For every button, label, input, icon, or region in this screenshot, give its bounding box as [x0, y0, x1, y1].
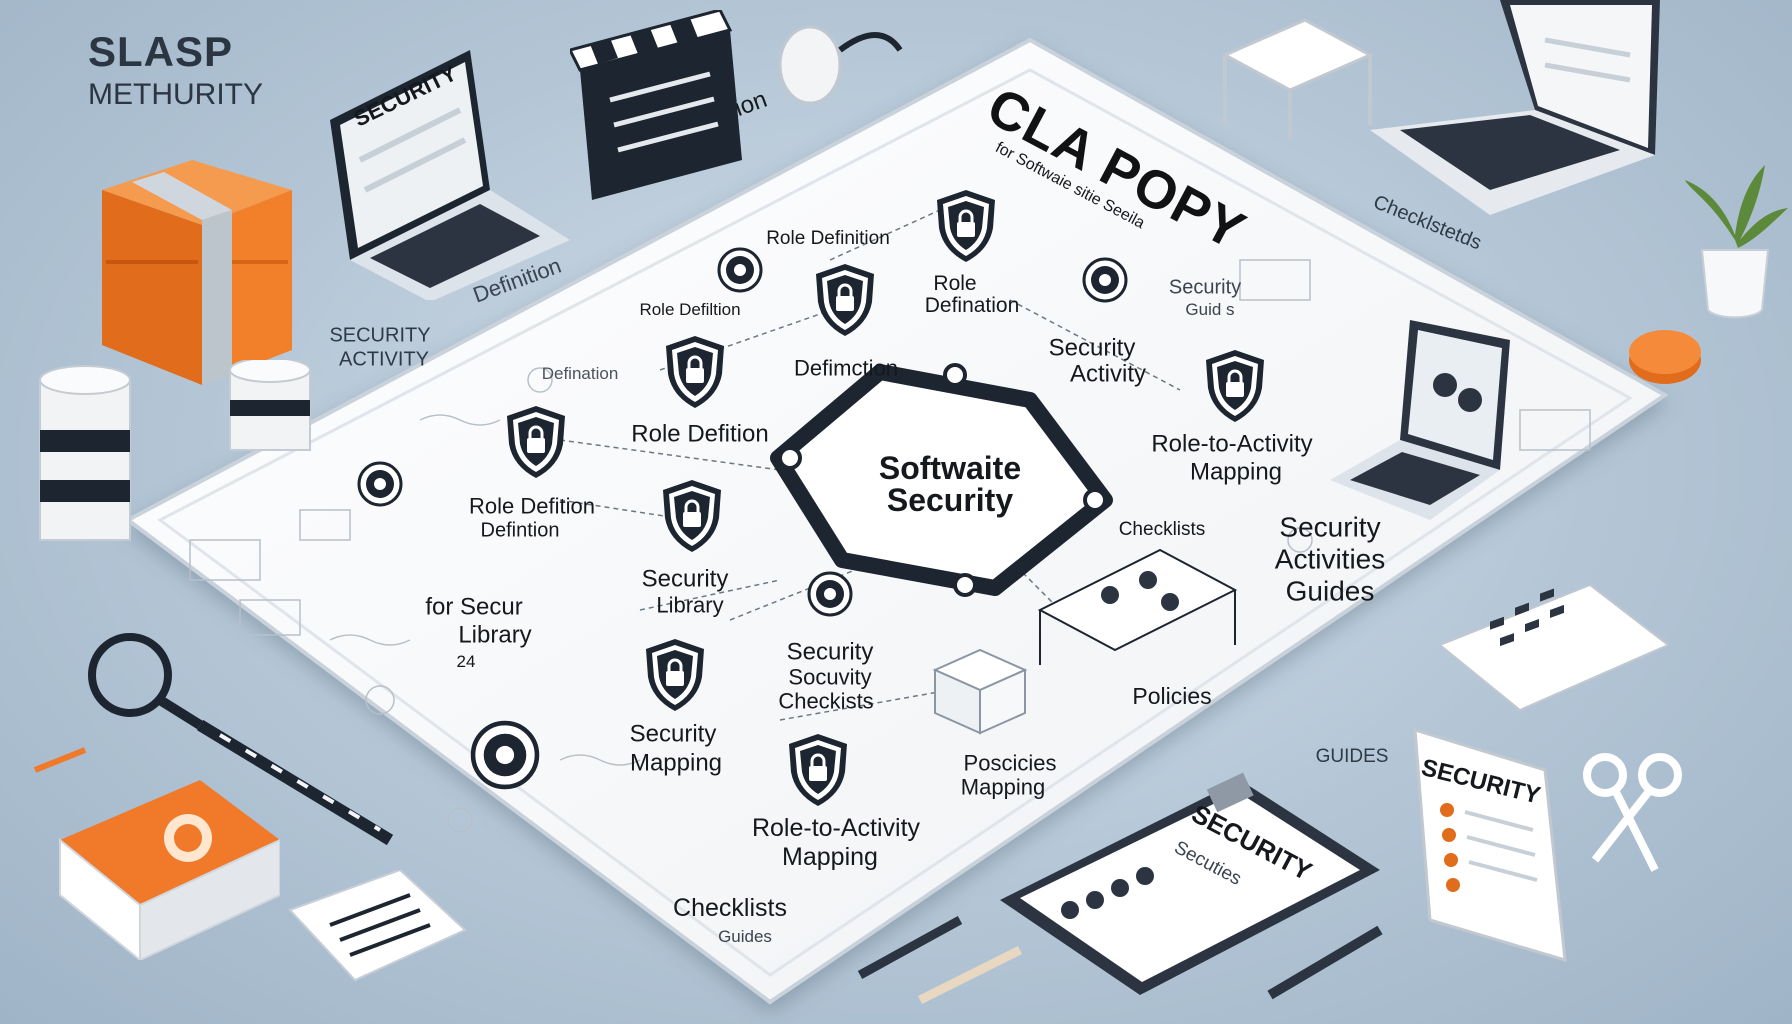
laptop-right [1370, 0, 1660, 215]
lock-shield-icon [785, 732, 851, 808]
target-icon [470, 720, 540, 790]
fingerprint-icon [1082, 257, 1128, 303]
label-for-secur: for Secur [425, 593, 523, 621]
sketch-pad [288, 870, 467, 982]
label-role-definition-c: Role [933, 271, 977, 295]
label-role-to-activity: Role-to-Activity [1151, 430, 1313, 458]
orange-pencil [33, 747, 87, 773]
label-security-guides: Security [1168, 276, 1242, 299]
center-title: Softwaite Security [878, 450, 1022, 518]
laptop-board-right [1330, 320, 1510, 520]
lock-shield-icon [642, 637, 708, 713]
label-security-activity-side: SECURITY [329, 324, 431, 347]
orange-box-stack [102, 160, 292, 385]
laptop-left [330, 50, 570, 300]
label-security-activities3: Guides [1285, 575, 1375, 607]
key-icon [807, 571, 853, 617]
orange-coaster [1629, 330, 1701, 384]
label-security-mapping: Security [629, 720, 717, 748]
lock-shield-icon [812, 262, 878, 338]
corner-title: SLASP METHURITY [88, 28, 263, 112]
security-booklet [1413, 727, 1567, 963]
board-inner [157, 68, 1633, 977]
storage-drums [39, 360, 311, 541]
faint-sketches [189, 259, 1591, 833]
label-security-mapping2: Mapping [629, 749, 723, 777]
label-definition-mid: Defimction [794, 355, 898, 381]
label-security-library: Security [641, 565, 729, 593]
label-role-definition-c2: Defination [924, 293, 1020, 317]
calculator-sheet [1440, 585, 1670, 712]
label-checklists-bottom: Checklists [673, 893, 787, 922]
label-role-to-activity2: Mapping [1189, 458, 1283, 486]
label-security-library2: Library [656, 592, 724, 618]
pens [857, 916, 1383, 1005]
potted-plant [1685, 165, 1788, 319]
label-security-guides2: Guid s [1185, 300, 1235, 320]
label-library-number: 24 [456, 652, 476, 672]
label-poscicies: Poscicies [963, 750, 1057, 776]
label-policies: Policies [1132, 682, 1212, 709]
lock-shield-icon [503, 404, 569, 480]
gear-icon [357, 461, 403, 507]
label-guides-side: GUIDES [1315, 746, 1389, 768]
label-security-checklists3: Checkists [778, 688, 874, 714]
label-checklists: Checklists [1118, 519, 1206, 541]
label-role-definition-a: Role Definition [766, 228, 890, 250]
board-table [1037, 548, 1238, 665]
lock-shield-icon [662, 334, 728, 410]
fingerprint-icon [717, 247, 763, 293]
label-role-defition-left: Role Defition [469, 493, 595, 519]
orange-book [59, 780, 280, 960]
label-library: Library [458, 621, 532, 649]
label-defination-left: Defination [541, 364, 619, 384]
label-security-activity2: Activity [1069, 360, 1147, 388]
pen-holder [778, 25, 903, 105]
magnifying-glass [88, 633, 394, 846]
label-role-definition-b: Role Defiltion [639, 300, 741, 320]
lock-shield-icon [1202, 348, 1268, 424]
clipboard [1000, 772, 1380, 995]
corner-title-line1: SLASP [88, 28, 234, 75]
label-guides-bottom: Guides [718, 927, 772, 947]
label-security-activity-side2: ACTIVITY [338, 348, 430, 371]
scissors [1583, 753, 1682, 872]
label-security-activity: Security [1048, 334, 1136, 362]
small-table-prop [1221, 18, 1374, 140]
label-security-checklists2: Socuvity [788, 664, 872, 690]
label-role-to-activity-b: Role-to-Activity [751, 813, 921, 842]
lock-shield-icon [933, 188, 999, 264]
hexagon-nodes [778, 363, 1107, 597]
label-poscicies2: Mapping [960, 774, 1046, 800]
label-security-activities2: Activities [1274, 543, 1386, 575]
label-definition-left2: Defintion [480, 519, 560, 542]
label-security-activities: Security [1279, 511, 1381, 543]
corner-title-line2: METHURITY [88, 78, 263, 111]
label-security-checklists: Security [786, 638, 874, 666]
clapperboard [570, 10, 742, 200]
label-role-defition: Role Defition [631, 420, 769, 448]
label-role-to-activity-b2: Mapping [782, 842, 878, 871]
lock-shield-icon [659, 478, 725, 554]
paper-stack [932, 648, 1028, 735]
